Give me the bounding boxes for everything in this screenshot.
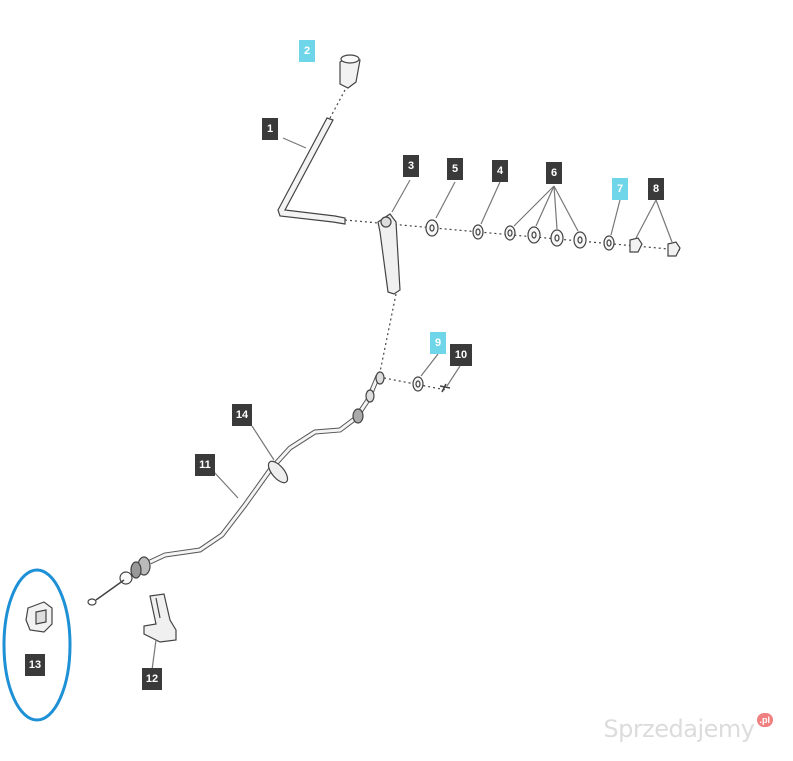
part-2-handle-grip bbox=[339, 54, 361, 89]
part-4-washer bbox=[472, 224, 484, 240]
callout-14: 14 bbox=[232, 404, 252, 426]
part-14-grommet bbox=[267, 460, 289, 484]
callout-4: 4 bbox=[492, 160, 508, 182]
part-3-arm bbox=[377, 213, 401, 295]
part-6-washers bbox=[504, 225, 587, 249]
callout-6: 6 bbox=[546, 162, 562, 184]
part-9-washer bbox=[412, 376, 424, 392]
leader-5 bbox=[435, 181, 456, 219]
watermark-badge: .pl bbox=[756, 713, 773, 727]
leader-6 bbox=[513, 185, 579, 232]
part-13-clip bbox=[25, 601, 53, 633]
leader-10 bbox=[446, 365, 461, 387]
part-5-washer bbox=[425, 219, 439, 237]
callout-13: 13 bbox=[25, 654, 45, 676]
part-7-washer bbox=[603, 235, 615, 251]
callout-11: 11 bbox=[195, 454, 215, 476]
watermark-text: Sprzedajemy bbox=[603, 715, 755, 743]
part-12-bracket bbox=[143, 593, 177, 643]
leader-4 bbox=[480, 181, 501, 225]
leader-2 bbox=[329, 89, 346, 119]
leader-3 bbox=[391, 179, 411, 213]
callout-2: 2 bbox=[299, 40, 315, 62]
callout-1: 1 bbox=[262, 118, 278, 140]
callout-12: 12 bbox=[142, 668, 162, 690]
part-8-nuts bbox=[629, 237, 681, 257]
part-1-lever bbox=[277, 117, 346, 225]
callout-8: 8 bbox=[648, 178, 664, 200]
part-11-cable bbox=[87, 371, 385, 606]
callout-3: 3 bbox=[403, 155, 419, 177]
leader-14 bbox=[251, 425, 275, 461]
highlight-ring bbox=[2, 568, 72, 722]
callout-10: 10 bbox=[450, 344, 472, 366]
watermark: Sprzedajemy .pl bbox=[603, 713, 773, 743]
leader-12 bbox=[151, 639, 157, 671]
link-line bbox=[379, 293, 397, 373]
leader-11 bbox=[213, 471, 239, 499]
callout-9: 9 bbox=[430, 332, 446, 354]
axis-line bbox=[344, 219, 681, 251]
leader-7 bbox=[610, 199, 621, 236]
leader-9 bbox=[420, 353, 439, 377]
callout-5: 5 bbox=[447, 158, 463, 180]
part-10-pin bbox=[439, 383, 451, 393]
leader-1 bbox=[282, 137, 307, 149]
leader-8 bbox=[635, 199, 673, 243]
callout-7: 7 bbox=[612, 178, 628, 200]
